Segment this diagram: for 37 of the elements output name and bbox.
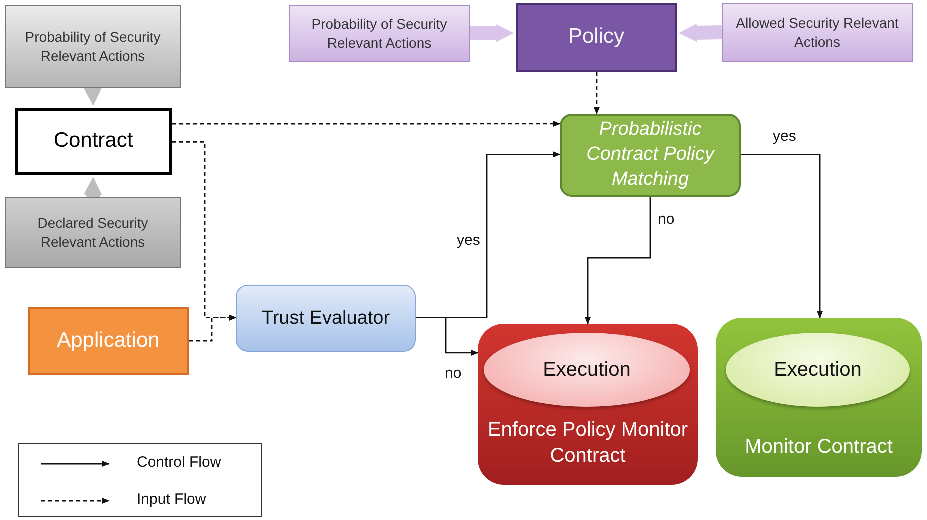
process-box	[15, 108, 172, 175]
box-label: Allowed Security Relevant Actions	[735, 14, 900, 52]
input-flow-arrow	[189, 314, 237, 342]
block-arrow	[678, 24, 722, 42]
box-label: Policy	[567, 24, 626, 50]
input-box	[5, 5, 181, 88]
control-flow-arrow	[416, 317, 479, 356]
ellipse-label: Execution	[542, 358, 632, 382]
control-flow-arrow	[741, 154, 824, 319]
input-box	[722, 3, 913, 62]
decision-box	[560, 114, 741, 197]
block-arrow	[470, 24, 514, 43]
box-label: Application	[56, 328, 161, 354]
box-label: Declared Security Relevant Actions	[36, 214, 150, 252]
input-flow-arrow	[594, 72, 600, 115]
legend-label: Control Flow	[137, 454, 222, 471]
process-box	[236, 285, 416, 352]
input-flow-arrow	[172, 120, 561, 128]
box-label: Probability of Security Relevant Actions	[310, 14, 448, 52]
input-flow-arrow	[172, 141, 237, 322]
execution-panel	[478, 324, 698, 485]
application-box	[28, 307, 189, 375]
panel-label: Monitor Contract	[744, 435, 894, 460]
box-label: Probabilistic Contract Policy Matching	[586, 118, 716, 192]
block-arrow	[84, 88, 102, 106]
ellipse-label: Execution	[773, 358, 863, 382]
block-arrow	[84, 176, 102, 198]
legend-label: Input Flow	[137, 491, 206, 508]
input-box	[5, 197, 181, 268]
box-label: Trust Evaluator	[260, 306, 392, 331]
execution-panel	[716, 318, 922, 477]
control-flow-arrow	[584, 197, 652, 325]
box-label: Probability of Security Relevant Actions	[24, 28, 162, 66]
box-label: Contract	[52, 128, 134, 154]
policy-box	[516, 3, 677, 72]
input-box	[289, 5, 470, 62]
panel-label: Enforce Policy Monitor Contract	[486, 418, 690, 469]
